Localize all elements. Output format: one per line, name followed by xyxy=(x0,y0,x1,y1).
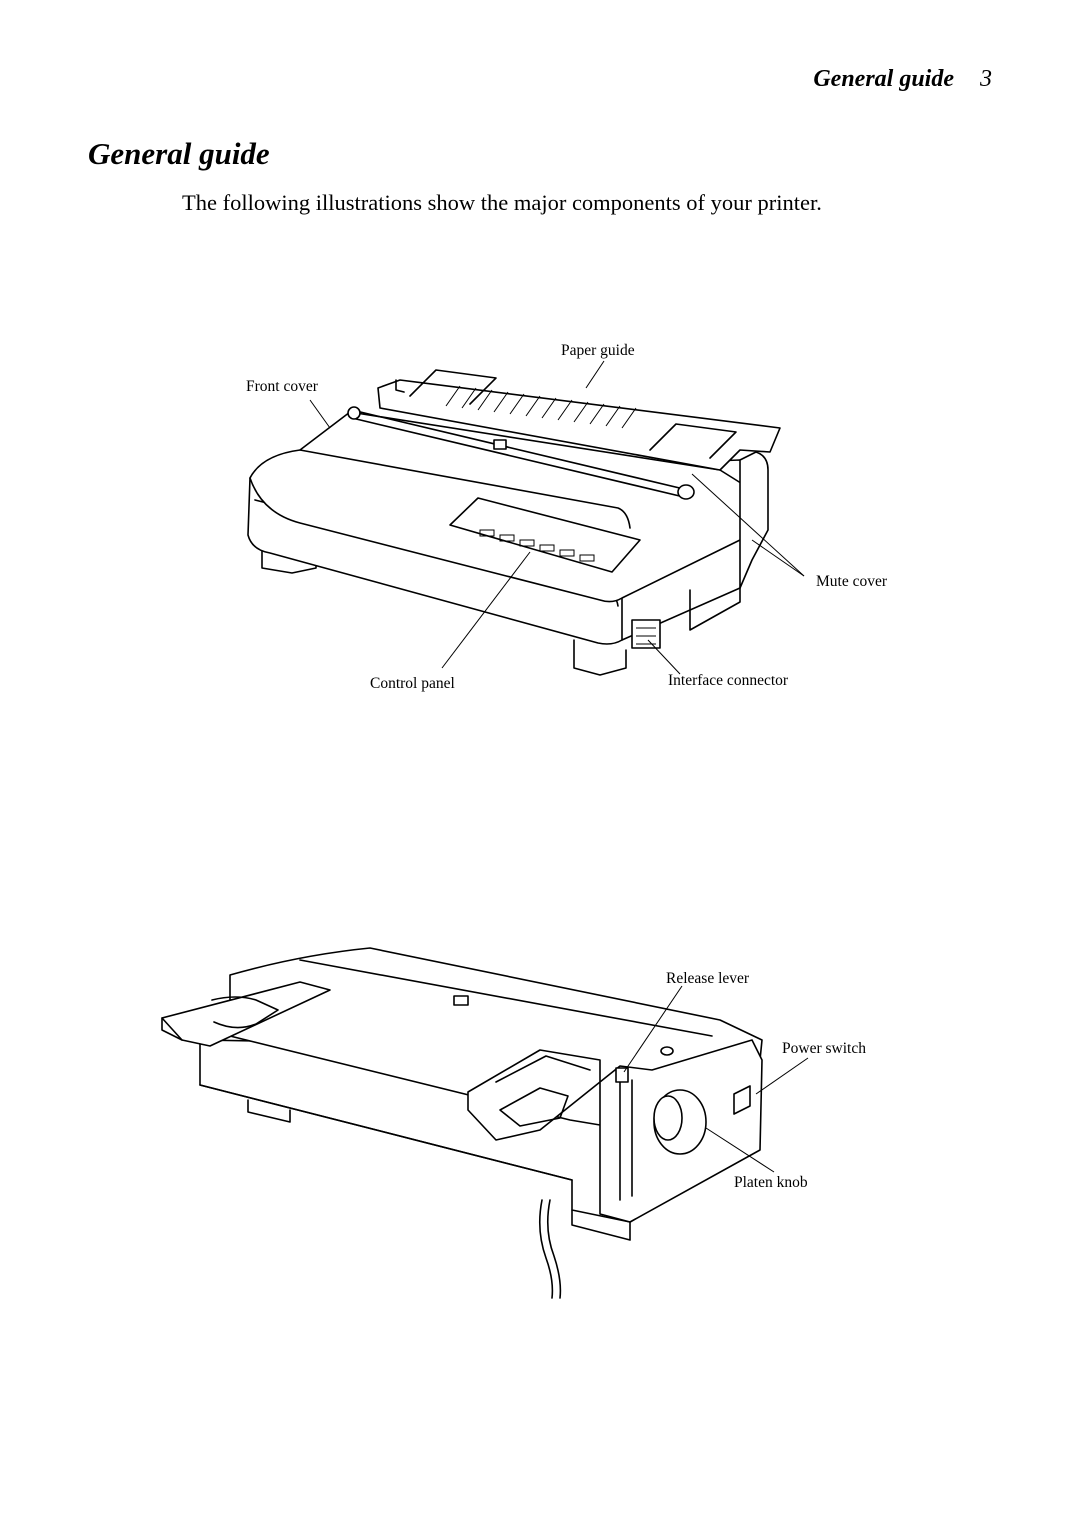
running-header: General guide 3 xyxy=(813,66,992,93)
intro-paragraph: The following illustrations show the maj… xyxy=(182,190,822,215)
label-paper-guide: Paper guide xyxy=(561,342,635,359)
printer-rear-illustration: Release lever Power switch Platen knob xyxy=(161,947,866,1299)
paper-guide-ribs xyxy=(445,385,637,429)
control-panel-buttons xyxy=(479,529,595,562)
printer-front-illustration: Paper guide Front cover Mute cover Contr… xyxy=(246,342,888,692)
label-front-cover: Front cover xyxy=(246,378,319,395)
page-number: 3 xyxy=(980,66,992,92)
label-interface-connector: Interface connector xyxy=(668,672,789,689)
running-header-title: General guide xyxy=(813,66,954,92)
leader-lines xyxy=(309,360,805,675)
section-title: General guide xyxy=(88,136,270,171)
label-mute-cover: Mute cover xyxy=(816,573,888,590)
leader-lines-rear xyxy=(623,985,809,1173)
label-platen-knob: Platen knob xyxy=(734,1174,808,1191)
label-power-switch: Power switch xyxy=(782,1040,866,1057)
label-release-lever: Release lever xyxy=(666,970,750,987)
label-control-panel: Control panel xyxy=(370,675,455,692)
